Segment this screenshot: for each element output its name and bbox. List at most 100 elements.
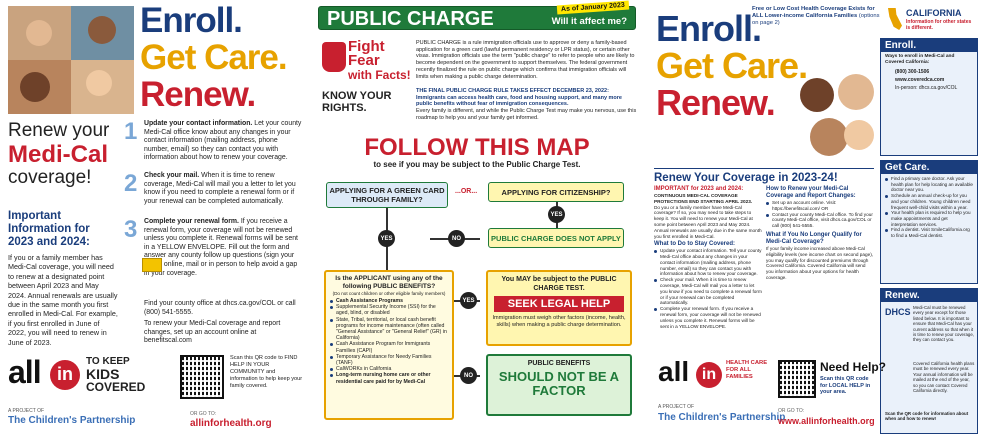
no-circle: NO — [460, 367, 477, 384]
family-photo-collage — [800, 74, 876, 164]
slogan-renew: Renew. — [656, 82, 776, 123]
no-longer-qualify: What if You No Longer Qualify for Medi-C… — [766, 231, 862, 245]
qr-code[interactable] — [180, 355, 224, 399]
enroll-box: Enroll. Ways to enroll in Medi-Cal and C… — [880, 38, 978, 156]
step-number: 1 — [124, 118, 138, 145]
logo-health: HEALTH CARE FOR ALL FAMILIES — [726, 360, 768, 380]
renew-coverage-title: Renew Your Coverage in 2023-24! — [654, 168, 874, 184]
step-title: Complete your renewal form. — [144, 218, 239, 225]
will-it-affect: Will it affect me? — [551, 16, 627, 27]
header-title: PUBLIC CHARGE — [327, 8, 494, 30]
benefits-box: Is the APPLICANT using any of the follow… — [324, 270, 454, 420]
site-link[interactable]: allinforhealth.org — [190, 418, 272, 429]
important-body: If you or a family member has Medi-Cal c… — [8, 253, 118, 347]
fight-3: with Facts! — [348, 68, 411, 82]
how-item: Contact your county Medi-Cal office. To … — [766, 212, 874, 229]
left-panel: Enroll. Get Care. Renew. Renew your Medi… — [0, 0, 306, 438]
step-body: When it is time to renew coverage, Medi-… — [144, 172, 296, 205]
all-in-logo: all in HEALTH CARE FOR ALL FAMILIES — [658, 356, 767, 402]
logo-all: all — [8, 354, 42, 390]
important-heading: IMPORTANT for 2023 and 2024: — [654, 186, 744, 192]
or-go-to: OR GO TO: — [778, 408, 805, 414]
yes-circle: YES — [378, 230, 395, 247]
in-person: In-person: dhcs.ca.gov/COL — [895, 85, 958, 91]
ca-note: Information for other states is differen… — [906, 19, 972, 31]
or-go-to: OR GO TO: — [190, 411, 217, 417]
logo-kids: KIDS — [86, 366, 120, 382]
benefit-item: Cash Assistance Program for Immigrants F… — [330, 341, 448, 354]
enroll-sub: Ways to enroll in Medi-Cal and Covered C… — [885, 54, 955, 65]
no-circle: NO — [448, 230, 465, 247]
no-longer-body: If your family income increased above Me… — [766, 245, 874, 280]
slogan-renew: Renew. — [140, 75, 256, 114]
renew-note: Medi-Cal must be renewed every year exce… — [913, 305, 975, 343]
family-photo-collage — [8, 6, 134, 114]
todo-item: Check your mail. When it is time to rene… — [654, 277, 762, 306]
or-label: ...OR... — [455, 188, 478, 195]
headline-line-2: Medi-Cal — [8, 141, 109, 168]
free-low-cost: Free or Low Cost Health Coverage Exists … — [752, 6, 886, 27]
step-title: Check your mail. — [144, 172, 200, 179]
phone-number: (800) 300-1506 — [895, 69, 930, 75]
free-low-text: Free or Low Cost Health Coverage Exists … — [752, 6, 875, 19]
intro-3: Every family is different, and while the… — [416, 108, 637, 121]
step-3: 3 Complete your renewal form. If you rec… — [124, 216, 302, 278]
follow-subtitle: to see if you may be subject to the Publ… — [373, 160, 581, 169]
step-title: Update your contact information. — [144, 120, 253, 127]
know-your-rights: KNOW YOUR RIGHTS. — [322, 90, 392, 114]
need-help-sub: Scan this QR code for LOCAL HELP in your… — [820, 376, 871, 396]
qr-code[interactable] — [778, 360, 816, 398]
todo-item: Update your contact information. Tell yo… — [654, 248, 762, 277]
slogan: Enroll. Get Care. Renew. — [140, 2, 306, 113]
important-body: Do you or a family member have Medi-Cal … — [654, 204, 762, 239]
how-item: Set up an account online. Visit: https:/… — [766, 200, 874, 212]
intro-2: THE FINAL PUBLIC CHARGE RULE TAKES EFFEC… — [416, 88, 622, 108]
benefit-item: State, Tribal, territorial, or local cas… — [330, 317, 448, 342]
step-body: Let your county Medi-Cal office know abo… — [144, 120, 302, 162]
site-link[interactable]: www.allinforhealth.org — [778, 416, 875, 426]
logo-to-keep: TO KEEP — [86, 356, 130, 367]
fist-icon — [322, 42, 346, 72]
important-title: Important Information for 2023 and 2024: — [8, 210, 90, 248]
yes-circle: YES — [548, 206, 565, 223]
free-low-note: (options on page 2) — [752, 13, 880, 26]
seek-legal-help: SEEK LEGAL HELP — [494, 296, 624, 312]
partnership-name: The Children's Partnership — [658, 412, 786, 423]
getcare-item: Find a dentist. Visit SmileCalifornia.or… — [885, 227, 973, 238]
middle-panel: PUBLIC CHARGE As of January 2023 Will it… — [310, 0, 644, 438]
follow-title: FOLLOW THIS MAP — [364, 134, 590, 161]
applicant-question: Is the APPLICANT using any of the follow… — [335, 275, 443, 290]
does-not-apply: PUBLIC CHARGE DOES NOT APPLY — [488, 228, 624, 248]
getcare-item: Schedule an annual check-up for you and … — [885, 193, 973, 210]
benefit-item: Supplemental Security Income (SSI) for t… — [330, 304, 448, 316]
envelope-icon — [142, 258, 162, 272]
project-of: A PROJECT OF — [658, 404, 695, 410]
renew-box: Renew. DHCS Medi-Cal must be renewed eve… — [880, 288, 978, 434]
applicant-note: (Do not count children or other eligible… — [332, 291, 446, 296]
right-panel: Free or Low Cost Health Coverage Exists … — [650, 0, 981, 438]
qr-text: Scan this QR code to FIND HELP IN YOUR C… — [230, 355, 303, 389]
covered-note: Covered California health plans must be … — [913, 361, 975, 394]
what-to-do: What to Do to Stay Covered: — [654, 241, 736, 248]
find-office: Find your county office at dhcs.ca.gov/C… — [144, 300, 296, 316]
should-not-box: PUBLIC BENEFITS SHOULD NOT BE A FACTOR — [486, 354, 632, 416]
web-address[interactable]: www.coveredca.com — [895, 77, 945, 83]
yes-circle: YES — [460, 292, 477, 309]
getcare-item: Your health plan is required to help you… — [885, 210, 973, 227]
slogan-get-care: Get Care. — [656, 45, 808, 86]
public-charge-header: PUBLIC CHARGE As of January 2023 Will it… — [318, 0, 636, 30]
benefit-item: Cash Assistance Programs — [330, 298, 448, 304]
left-column: IMPORTANT for 2023 and 2024: CONTINUOUS … — [654, 186, 762, 329]
fight-1: Fight — [348, 38, 385, 55]
todo-item: Complete your renewal form. If you recei… — [654, 306, 762, 329]
all-in-logo: all in TO KEEP KIDS COVERED — [8, 352, 168, 404]
dhcs-logo: DHCS — [885, 307, 911, 317]
ca-state-icon — [888, 8, 902, 30]
step-1: 1 Update your contact information. Let y… — [124, 118, 302, 163]
logo-in: in — [696, 362, 722, 388]
renew-text: To renew your Medi-Cal coverage and repo… — [144, 320, 281, 345]
benefit-item: Long-term nursing home care or other res… — [330, 372, 448, 385]
weigh-text: Immigration must weigh other factors (in… — [492, 315, 626, 328]
q-citizenship: APPLYING FOR CITIZENSHIP? — [488, 182, 624, 202]
step-body: If you receive a renewal form, your cove… — [144, 218, 298, 277]
